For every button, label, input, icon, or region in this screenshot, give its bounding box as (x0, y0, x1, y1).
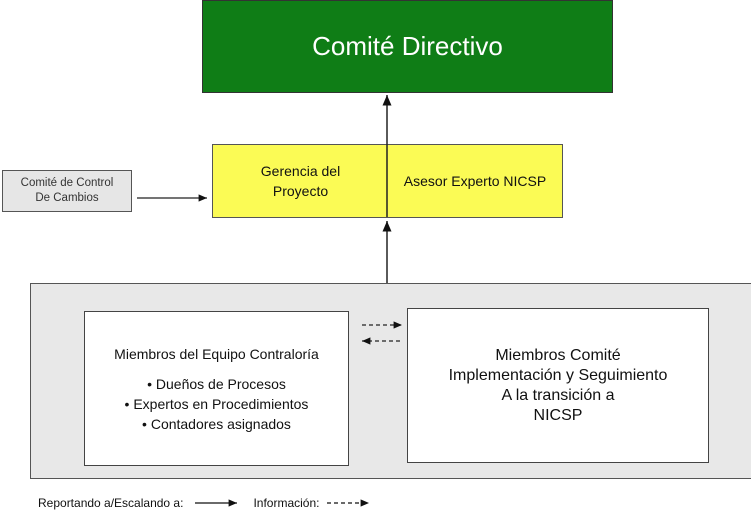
team-bullet: Contadores asignados (125, 414, 309, 434)
project-mgmt-line-2: Proyecto (272, 183, 329, 199)
project-management-cell: Gerencia del Proyecto (213, 145, 388, 217)
committee-line: A la transición a (501, 386, 615, 404)
committee-line: NICSP (533, 406, 583, 424)
steering-committee-label: Comité Directivo (312, 31, 503, 61)
legend-reporting: Reportando a/Escalando a: (38, 496, 184, 510)
team-bullets: Dueños de Procesos Expertos en Procedimi… (125, 374, 309, 434)
change-control-line-2: De Cambios (35, 192, 99, 204)
team-title: Miembros del Equipo Contraloría (114, 345, 319, 362)
implementation-committee-box: Miembros Comité Implementación y Seguimi… (407, 308, 709, 463)
team-bullet: Dueños de Procesos (125, 374, 309, 394)
legend-information: Información: (253, 496, 320, 510)
dashed-arrow-icon (327, 499, 370, 507)
committee-line: Miembros Comité (495, 346, 621, 364)
team-bullet: Expertos en Procedimientos (125, 394, 308, 414)
change-control-committee-box: Comité de Control De Cambios (2, 170, 132, 212)
project-mgmt-line-1: Gerencia del (260, 163, 341, 179)
legend: Reportando a/Escalando a: Información: (38, 496, 375, 510)
advisor-cell: Asesor Experto NICSP (388, 145, 562, 217)
change-control-line-1: Comité de Control (20, 177, 114, 189)
steering-committee-box: Comité Directivo (202, 0, 613, 93)
team-members-box: Miembros del Equipo Contraloría Dueños d… (84, 311, 349, 466)
solid-arrow-icon (195, 499, 238, 507)
advisor-label: Asesor Experto NICSP (403, 173, 547, 189)
committee-line: Implementación y Seguimiento (448, 366, 668, 384)
